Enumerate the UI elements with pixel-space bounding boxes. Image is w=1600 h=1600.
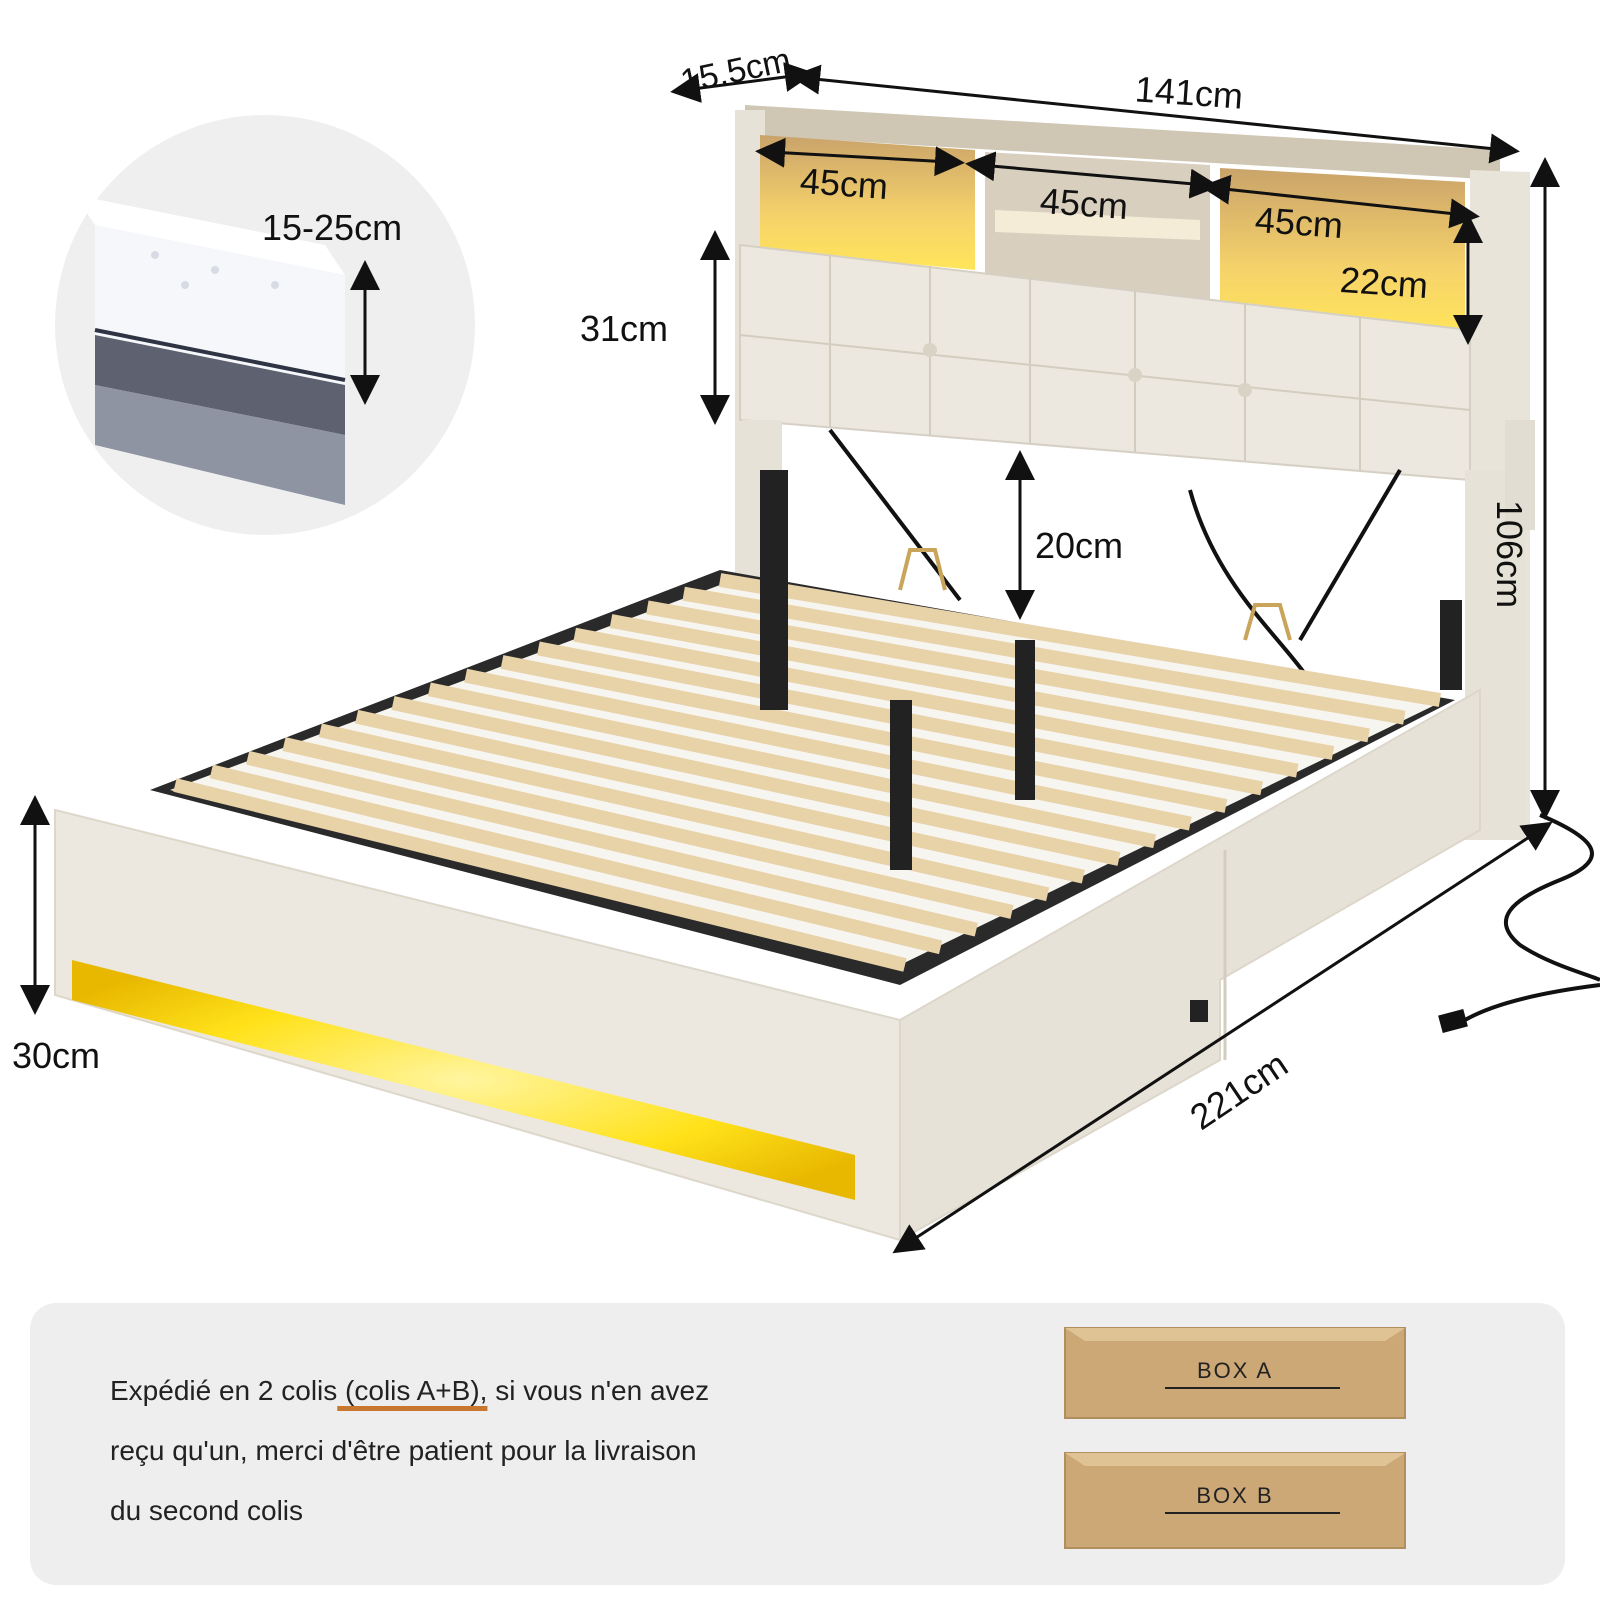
box-a-label: BOX A: [1197, 1358, 1273, 1383]
dim-total-height: 106cm: [1489, 500, 1530, 609]
bed-slat: [573, 627, 1299, 778]
shipping-text-start: Expédié en 2 colis: [110, 1375, 338, 1406]
bed-slat: [500, 655, 1228, 813]
dim-mattress-thickness: 15-25cm: [262, 207, 403, 248]
mattress-illustration: [75, 195, 380, 505]
shipping-text-highlight: (colis A+B),: [337, 1375, 488, 1406]
dimension-arrows: [20, 62, 1560, 1254]
dim-total-width: 141cm: [1133, 68, 1245, 117]
slat-frame: [150, 470, 1462, 985]
bed-slat: [282, 737, 1014, 919]
dim-shelf-left: 45cm: [798, 159, 890, 208]
box-a-illustration: BOX A: [1064, 1327, 1406, 1419]
dim-shelf-right: 45cm: [1253, 198, 1345, 247]
mattress-inset: [55, 115, 475, 535]
bed-slat: [609, 614, 1335, 760]
dim-shelf-mid: 45cm: [1038, 179, 1130, 228]
bed-slat: [427, 682, 1157, 849]
dim-headboard-panel: 31cm: [580, 308, 669, 349]
bed-slat: [209, 764, 943, 955]
bed-slat: [682, 586, 1406, 725]
bed-slat: [173, 778, 907, 972]
bed-illustration: [20, 62, 1600, 1254]
bed-slat: [246, 750, 978, 937]
shipping-text-line-2: reçu qu'un, merci d'être patient pour la…: [110, 1435, 697, 1466]
dim-rail-height: 30cm: [12, 1035, 101, 1076]
dim-shelf-height: 22cm: [1338, 258, 1430, 307]
shipping-text-end: si vous n'en avez: [487, 1375, 710, 1406]
shipping-info-panel: Expédié en 2 colis (colis A+B), si vous …: [30, 1303, 1565, 1585]
shipping-text-line-3: du second colis: [110, 1495, 304, 1526]
box-b-label: BOX B: [1196, 1483, 1273, 1508]
bed-slat: [718, 573, 1442, 707]
bed-slat: [464, 668, 1192, 831]
shipping-text-line-1: Expédié en 2 colis (colis A+B), si vous …: [110, 1375, 709, 1407]
box-b-illustration: BOX B: [1064, 1452, 1406, 1549]
dim-under-headboard: 20cm: [1035, 525, 1124, 566]
